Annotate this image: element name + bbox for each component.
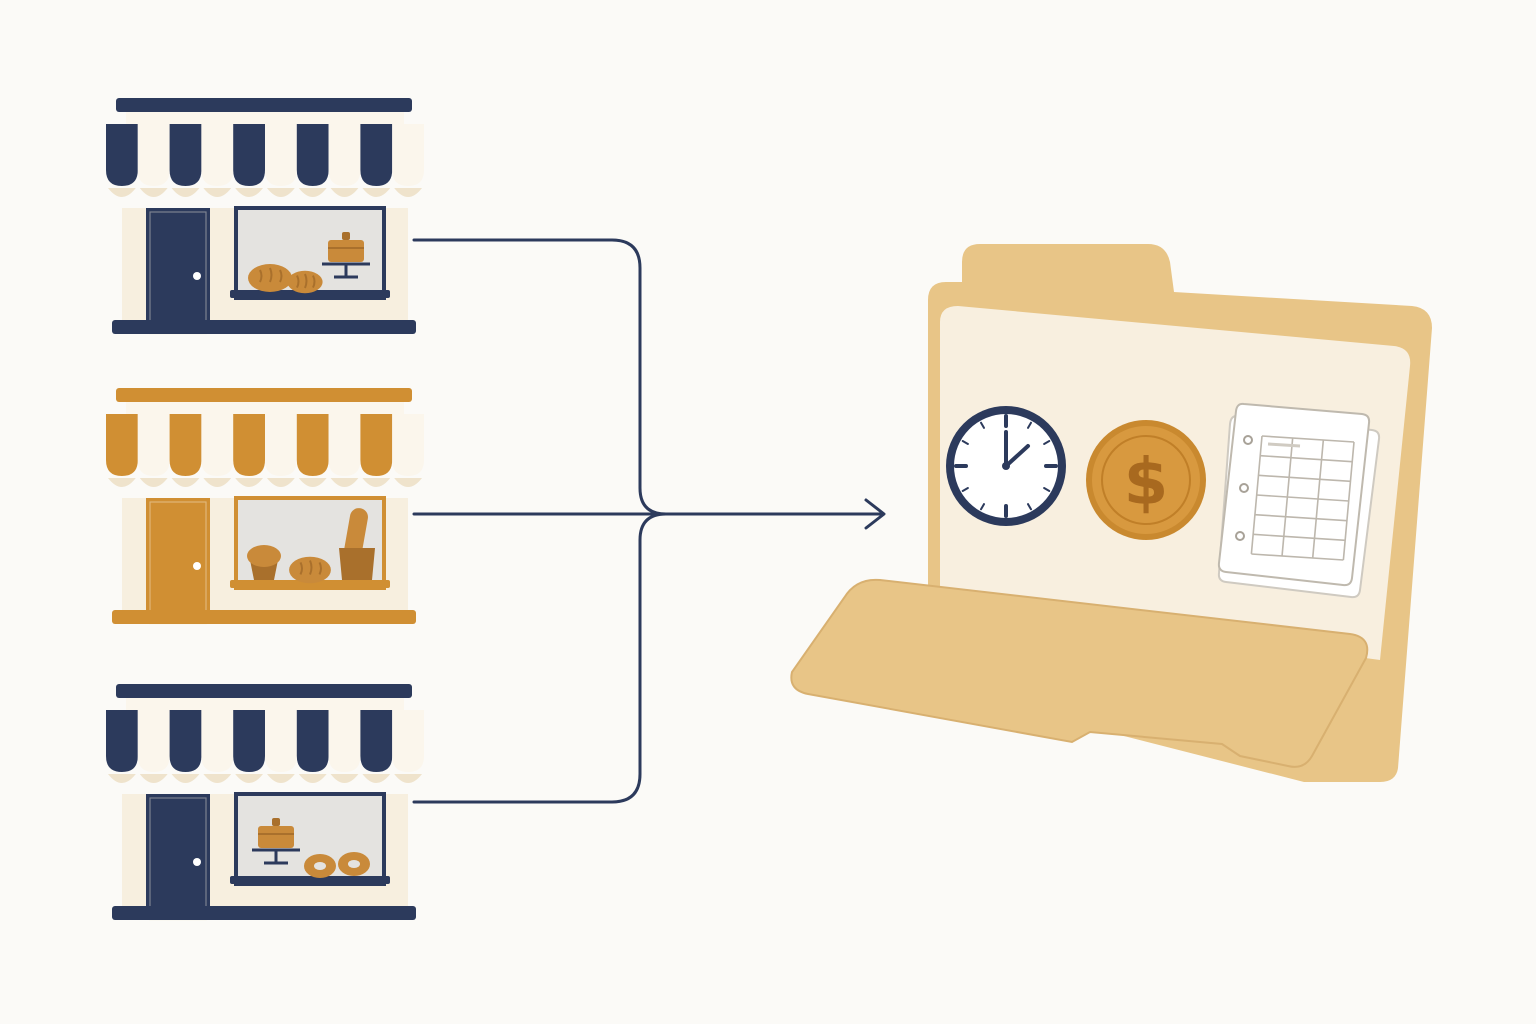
dollar-coin-icon: $ <box>1086 420 1206 540</box>
display-items <box>247 508 375 584</box>
display-items <box>252 818 370 878</box>
awning <box>106 710 424 783</box>
door <box>146 794 210 921</box>
display-items <box>248 232 370 294</box>
donut-icon <box>338 852 370 876</box>
connector-top <box>412 238 668 516</box>
base-bar <box>112 906 416 920</box>
bread-loaf-icon <box>289 556 331 584</box>
dollar-symbol: $ <box>1124 446 1169 520</box>
clock-icon <box>946 406 1066 526</box>
baguette-basket-icon <box>339 508 375 580</box>
spreadsheet-icon <box>1217 402 1381 599</box>
open-folder: $ <box>790 244 1432 782</box>
awning <box>106 124 424 197</box>
muffin-icon <box>247 545 281 580</box>
door <box>146 208 210 335</box>
bread-loaf-icon <box>287 270 323 294</box>
display-window <box>230 206 390 300</box>
roof-bar <box>116 98 412 112</box>
display-window <box>230 496 390 590</box>
storefront-3 <box>106 684 424 921</box>
donut-icon <box>304 854 336 878</box>
door <box>146 498 210 625</box>
roof-bar <box>116 388 412 402</box>
bread-loaf-icon <box>248 264 292 292</box>
base-bar <box>112 320 416 334</box>
cake-stand-icon <box>322 232 370 279</box>
roof-bar <box>116 684 412 698</box>
base-bar <box>112 610 416 624</box>
display-window <box>230 792 390 886</box>
arrow-right-icon <box>864 498 886 530</box>
storefronts <box>106 98 424 921</box>
storefront-1 <box>106 98 424 335</box>
folder-front <box>790 578 1369 768</box>
awning <box>106 414 424 487</box>
connector-lines <box>412 238 886 804</box>
connector-bottom <box>412 512 668 804</box>
cake-stand-icon <box>252 818 300 865</box>
storefront-2 <box>106 388 424 625</box>
